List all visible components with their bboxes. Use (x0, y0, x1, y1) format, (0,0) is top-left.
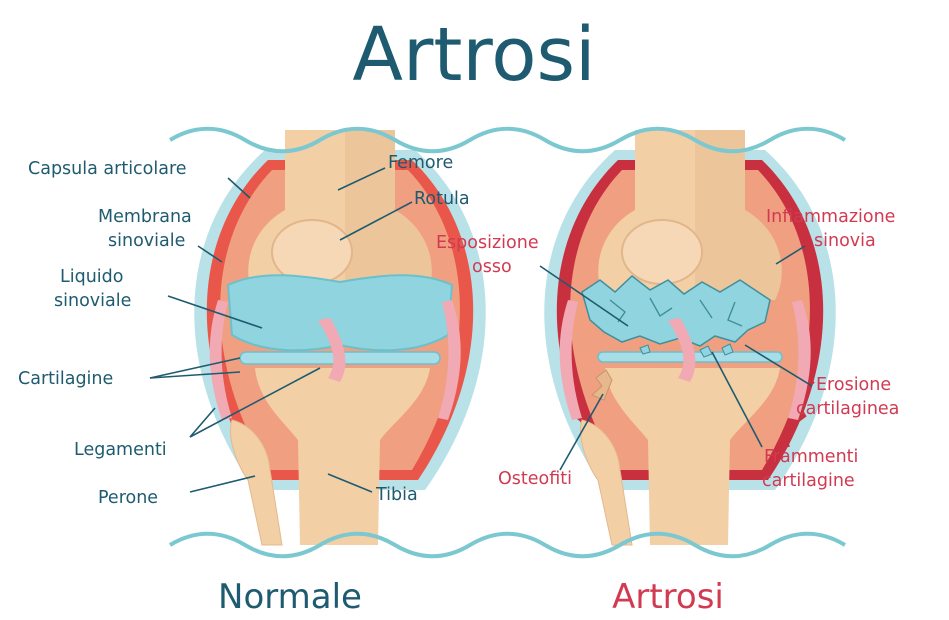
lead-legamenti-1 (190, 408, 215, 437)
label-erosione-2: cartilaginea (796, 399, 899, 419)
label-liquido-1: Liquido (60, 267, 124, 287)
label-erosione-1: Erosione (816, 375, 891, 395)
label-liquido-2: sinoviale (54, 291, 131, 311)
lead-perone (190, 476, 255, 492)
label-frammenti-2: cartilagine (762, 471, 855, 491)
caption-normale: Normale (218, 577, 362, 617)
label-esposizione-1: Esposizione (436, 233, 539, 253)
label-legamenti: Legamenti (74, 440, 167, 460)
label-femore: Femore (388, 153, 453, 173)
label-rotula: Rotula (414, 189, 470, 209)
label-osteofiti: Osteofiti (498, 469, 572, 489)
label-membrana-1: Membrana (98, 207, 192, 227)
diagram-title: Artrosi (352, 12, 595, 98)
artrosi-patella (622, 220, 702, 284)
label-tibia: Tibia (375, 485, 418, 505)
label-membrana-2: sinoviale (108, 231, 185, 251)
label-infiammazione-1: Infiammazione (766, 207, 895, 227)
label-esposizione-2: osso (472, 257, 512, 277)
label-capsula-articolare: Capsula articolare (28, 159, 187, 179)
label-perone: Perone (98, 488, 158, 508)
label-infiammazione-2: sinovia (814, 231, 876, 251)
label-frammenti-1: Frammenti (764, 447, 858, 467)
caption-artrosi: Artrosi (612, 577, 724, 617)
label-cartilagine: Cartilagine (18, 369, 113, 389)
